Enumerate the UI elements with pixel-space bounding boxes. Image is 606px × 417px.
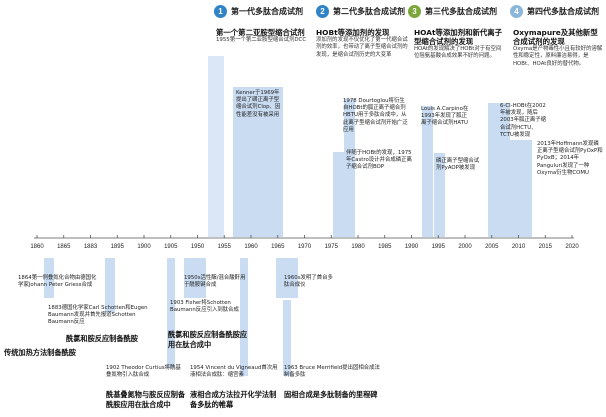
gen-title-2: 第二代多肽合成试剂 (333, 7, 405, 16)
axis-tick-label: 2020 (565, 244, 579, 250)
gen-title-1: 第一代多肽合成试剂 (231, 7, 303, 16)
section-third-gen: HOAt等添加剂和新代离子型缩合试剂的发现 HOAt的发现解决了HOBt对于有空… (414, 28, 506, 61)
axis-tick-label: 2005 (485, 244, 499, 250)
axis-tick-label: 1955 (218, 244, 232, 250)
event-block-synthesizer (276, 258, 298, 298)
axis-tick-label: 1980 (351, 244, 365, 250)
event-block-vigneaud (240, 258, 248, 376)
section-first-gen: 第一个第二亚胺型缩合试剂 1955第一个第二亚胺型缩合试剂DCC (216, 28, 310, 44)
event-fisher: 1903 Fisher将Schotten Baumann反应引入到肽合成 (170, 300, 239, 314)
section-desc: 1955第一个第二亚胺型缩合试剂DCC (216, 37, 307, 43)
axis-tick-label: 1995 (432, 244, 446, 250)
event-block-merrifield (283, 300, 291, 376)
event-block-comu (510, 140, 532, 237)
section-heading: HOBt等添加剂的发现 (316, 28, 390, 37)
axis-tick-label: 1860 (30, 244, 44, 250)
section-heading: HOAt等添加剂和新代离子型缩合试剂的发现 (414, 28, 503, 46)
event-activeester: 1950s活性酯/混合酸酐用于酰胺键合成 (184, 275, 246, 289)
axis-tick-label: 1895 (111, 244, 125, 250)
event-dourtoglou: 1978 Dourtoglou将衍生自HOBt的胍正离子缩合剂HBTU用于多肽合… (343, 98, 408, 133)
axis-tick-label: 1990 (405, 244, 419, 250)
heading-azide-peptide: 酰基叠氮物与胺反应制备酰胺应用在肽合成中 (106, 390, 186, 409)
axis-tick-label: 1965 (271, 244, 285, 250)
section-second-gen: HOBt等添加剂的发现 添加剂的发现不仅优化了第一代缩合试剂的效率，也带动了离子… (316, 28, 410, 59)
heading-acyl-chloride: 酰氯和胺反应制备酰胺 (66, 334, 138, 343)
event-vigneaud: 1954 Vincent du Vigneaud首次用液相法合成肽：缩宫素 (190, 365, 278, 379)
axis-tick-label: 1975 (325, 244, 339, 250)
gen-badge-2: 2 (316, 5, 329, 18)
axis-tick-label: 2015 (539, 244, 553, 250)
event-castro: 伴随于HOBt的发现，1975年Castro设计并合成磷正离子缩合试剂BOP (346, 150, 412, 171)
heading-liquid-phase: 液相合成方法拉开化学法制备多肽的帷幕 (190, 390, 277, 409)
event-kenner: Kenner于1969年提出了磺正离子型缩合试剂Clop、因性能差没有被采用 (236, 90, 281, 118)
event-block-griess (44, 258, 54, 298)
gen-badge-1: 1 (214, 5, 227, 18)
gen-title-3: 第三代多肽合成试剂 (425, 7, 497, 16)
event-block-schotten (105, 258, 115, 313)
section-desc: 添加剂的发现不仅优化了第一代缩合试剂的效率，也带动了离子型缩合试剂的发现，是缩合… (316, 37, 408, 58)
event-block-dourtoglou (344, 99, 355, 237)
event-block-castro (333, 152, 344, 237)
event-block-fisher (167, 258, 175, 368)
gen-badge-4: 4 (510, 5, 523, 18)
gen-title-4: 第四代多肽合成试剂 (527, 7, 599, 16)
heading-acyl-chloride-peptide: 酰氯和胺反应制备酰胺应用在肽合成中 (168, 330, 248, 349)
section-heading: 第一个第二亚胺型缩合试剂 (216, 28, 305, 37)
gen-badge-3: 3 (408, 5, 421, 18)
heading-solid-phase: 固相合成是多肽制备的里程碑 (284, 390, 378, 399)
axis-tick-label: 1905 (164, 244, 178, 250)
axis-tick-label: 1900 (137, 244, 151, 250)
event-block-dcc (208, 56, 224, 237)
event-synthesizer: 1960s发明了首台多肽合成仪 (284, 275, 333, 289)
section-fourth-gen: Oxymapure及其他新型合成试剂的发现 Oxyma是产物毒性小且有较好的溶解… (513, 28, 603, 68)
axis-tick-label: 1865 (57, 244, 71, 250)
axis-tick-label: 2000 (458, 244, 472, 250)
event-carpino: Louis A.Carpino在1993年发现了胍正离子缩合试剂HATU (421, 106, 469, 127)
axis-tick-label: 1950 (191, 244, 205, 250)
event-merrifield: 1963 Bruce Merrifield提出固相合成法制备多肽 (284, 365, 380, 379)
event-griess: 1864第一例叠氮化合物由德国化学家Johann Peter Griess合成 (18, 275, 97, 289)
section-desc: Oxyma是产物毒性小且有较好的溶解性和稳定性，原料廉洁易得，是HOBt、HOA… (513, 46, 603, 67)
axis-tick-label: 1960 (244, 244, 258, 250)
event-block-carpino (422, 106, 433, 237)
axis-tick-label: 1970 (298, 244, 312, 250)
event-block-kenner (233, 87, 283, 237)
timeline-axis: 1860 1865 1883 1895 1900 1905 1950 1955 1960 1965… (30, 235, 579, 250)
section-desc: HOAt的发现解决了HOBt对于有空间位阻氨基酸合成效果不好的问题。 (414, 46, 502, 60)
event-curtius: 1902 Theodor Curtius将酰基叠氮物引入肽合成 (106, 365, 181, 379)
event-block-activeester (184, 258, 206, 298)
event-comu: 2013年Hoffmann发现磷正离子型缩合试剂PyOxP和PyOxB；2014… (537, 141, 603, 176)
event-hctu: 6-Cl-HOBt在2002年被发现，随后2003年胍正离子缩合试剂HCTU、T… (500, 103, 547, 138)
event-block-hctu (488, 103, 510, 237)
event-pyaop: 磷正离子型缩合试剂PyAOP被发现 (436, 158, 480, 172)
axis-tick-label: 1985 (378, 244, 392, 250)
heading-heating: 传统加热方法制备酰胺 (4, 348, 76, 357)
axis-tick-label: 1883 (84, 244, 98, 250)
event-schotten: 1883德国化学家Carl Schotten和Eugen Baumann发现并首… (48, 305, 148, 326)
section-heading: Oxymapure及其他新型合成试剂的发现 (513, 28, 598, 46)
event-block-pyaop (434, 153, 445, 237)
axis-tick-label: 2010 (512, 244, 526, 250)
